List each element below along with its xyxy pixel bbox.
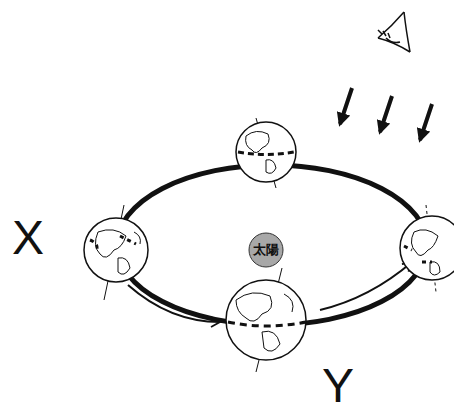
position-label: X	[12, 214, 44, 262]
earth	[400, 205, 454, 292]
motion-arrow	[128, 285, 220, 322]
position-label: Y	[322, 362, 354, 410]
earth	[84, 205, 148, 300]
sun-circle: 太陽	[248, 232, 284, 268]
eye	[378, 12, 410, 52]
view-arrows	[340, 88, 432, 140]
earth	[226, 268, 306, 372]
earth	[236, 118, 296, 188]
sun-label: 太陽	[253, 243, 279, 257]
motion-arrow	[320, 262, 412, 310]
